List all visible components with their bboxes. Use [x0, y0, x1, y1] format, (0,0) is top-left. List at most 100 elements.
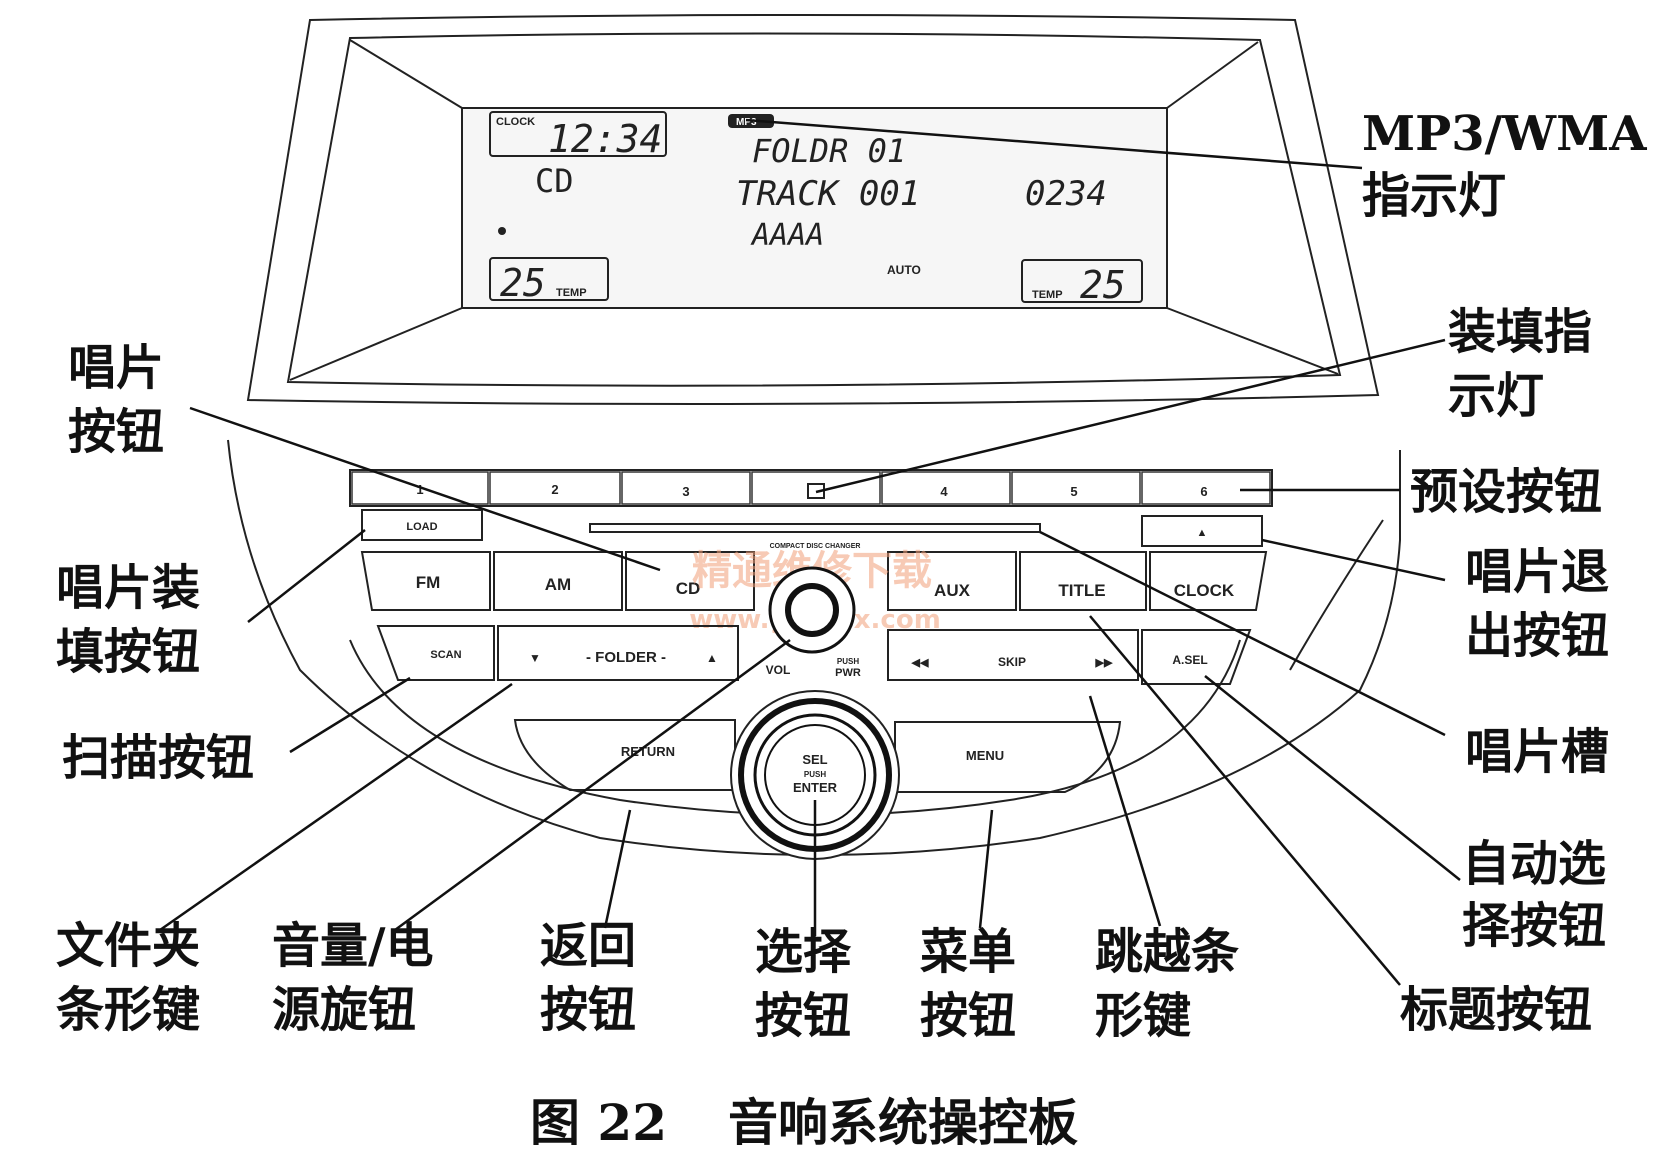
title-button[interactable]: [1019, 551, 1147, 611]
label-skip-bar-2: 形键: [1095, 988, 1191, 1044]
mp3-tag: MP3: [736, 117, 757, 128]
folder-bar-label: - FOLDER -: [586, 649, 666, 666]
return-button[interactable]: [513, 719, 736, 791]
rds-icon: [498, 227, 506, 235]
scan-button[interactable]: [376, 625, 495, 681]
aux-button[interactable]: [887, 551, 1017, 611]
label-load-indicator-1: 装填指: [1448, 304, 1592, 360]
label-menu-button-2: 按钮: [920, 988, 1016, 1044]
fm-button-label: FM: [416, 573, 441, 592]
title-button-label: TITLE: [1058, 581, 1105, 600]
fm-button[interactable]: [360, 551, 491, 611]
push-label: PUSH: [837, 657, 859, 666]
label-folder-bar-1: 文件夹: [56, 918, 200, 974]
menu-button[interactable]: [894, 721, 1122, 793]
display-bezel-inner: [286, 32, 1342, 387]
label-disc-slot: 唱片槽: [1465, 724, 1609, 780]
preset-label: 4: [940, 484, 948, 499]
label-load-indicator-2: 示灯: [1448, 368, 1544, 424]
preset-label: 5: [1070, 484, 1077, 499]
preset-button-5[interactable]: [1011, 471, 1141, 505]
temp-right-tag: TEMP: [1032, 289, 1063, 301]
label-menu-button-1: 菜单: [920, 924, 1016, 980]
label-load-button-2: 填按钮: [56, 624, 200, 680]
load-button-label: LOAD: [406, 521, 437, 533]
source-indicator: CD: [535, 162, 574, 200]
label-preset-buttons: 预设按钮: [1410, 464, 1602, 520]
time-elapsed: 0234: [1025, 174, 1107, 214]
label-scan-button: 扫描按钮: [62, 730, 254, 786]
label-title-button: 标题按钮: [1400, 982, 1592, 1038]
cd-button[interactable]: [625, 551, 755, 611]
lcd-screen: [461, 107, 1168, 309]
leader-load-button: [247, 529, 366, 623]
bezel-diagonal: [1166, 41, 1259, 109]
temp-right: 25: [1080, 263, 1126, 307]
title-text: AAAA: [750, 218, 824, 253]
leader-disc-slot: [1039, 530, 1446, 737]
bezel-diagonal: [349, 39, 463, 109]
leader-title-button: [1089, 615, 1401, 986]
volume-knob[interactable]: [768, 566, 856, 654]
folder-line: FOLDR 01: [752, 132, 906, 170]
scan-button-label: SCAN: [430, 649, 461, 661]
label-folder-bar-2: 条形键: [56, 982, 200, 1038]
sel-label: SEL: [802, 752, 827, 767]
volume-knob-center: [785, 583, 839, 637]
preset-label: 1: [416, 482, 423, 497]
leader-load-indicator: [815, 338, 1446, 494]
label-eject-button-2: 出按钮: [1465, 608, 1609, 664]
leader-eject-button: [1261, 538, 1446, 582]
label-return-button-2: 按钮: [540, 982, 636, 1038]
folder-bar[interactable]: [497, 625, 739, 681]
display-bezel-outer: [246, 14, 1380, 405]
am-button[interactable]: [493, 551, 623, 611]
preset-buttons: 1 2 3 4 5 6: [351, 471, 1271, 505]
label-eject-button-1: 唱片退: [1465, 544, 1609, 600]
display-unit: CLOCK 12:34 CD MP3 FOLDR 01 TRACK 001 02…: [246, 14, 1380, 405]
eject-icon: ▲: [1197, 527, 1208, 539]
load-indicator-slot: [751, 471, 881, 505]
leader-return-button: [603, 809, 632, 929]
temp-left-box: [489, 257, 609, 301]
clock-time: 12:34: [548, 117, 662, 161]
label-mp3-indicator-2: 指示灯: [1362, 168, 1506, 224]
skip-forward-icon: ▶▶: [1095, 657, 1113, 669]
clock-button[interactable]: [1149, 551, 1268, 611]
vol-label: VOL: [766, 663, 791, 677]
label-cd-button-2: 按钮: [68, 404, 164, 460]
auto-indicator: AUTO: [887, 263, 921, 277]
label-auto-select-1: 自动选: [1462, 836, 1606, 892]
temp-left: 25: [500, 261, 546, 305]
callout-labels: MP3/WMA 指示灯 装填指 示灯 预设按钮 唱片退 出按钮 唱片槽 自动选 …: [56, 106, 1647, 1044]
sel-push-label: PUSH: [804, 770, 826, 779]
preset-button-6[interactable]: [1141, 471, 1271, 505]
clock-button-label: CLOCK: [1174, 581, 1235, 600]
eject-button[interactable]: [1141, 515, 1263, 547]
skip-bar[interactable]: [887, 629, 1139, 681]
control-panel: 1 2 3 4 5 6 LOAD COMPACT DISC CHANGER ▲ …: [227, 439, 1401, 860]
asel-button[interactable]: [1141, 629, 1252, 685]
label-load-button-1: 唱片装: [56, 560, 200, 616]
menu-button-label: MENU: [966, 748, 1004, 763]
figure-title: 音响系统操控板: [728, 1093, 1078, 1152]
clock-box: [489, 111, 667, 157]
preset-button-2[interactable]: [489, 471, 621, 505]
am-button-label: AM: [545, 575, 571, 594]
bezel-diagonal: [1166, 307, 1339, 375]
folder-up-icon: ▲: [706, 651, 718, 665]
skip-back-icon: ◀◀: [911, 657, 929, 669]
preset-button-3[interactable]: [621, 471, 751, 505]
preset-button-1[interactable]: [351, 471, 489, 505]
load-button[interactable]: [361, 509, 483, 541]
preset-button-4[interactable]: [881, 471, 1011, 505]
label-skip-bar-1: 跳越条: [1095, 924, 1239, 980]
label-return-button-1: 返回: [540, 918, 636, 974]
preset-label: 3: [682, 484, 689, 499]
leader-lines: [159, 118, 1461, 986]
leader-scan-button: [289, 676, 411, 754]
leader-cd-button: [189, 406, 661, 572]
aux-button-label: AUX: [934, 581, 971, 600]
fascia-edge-right: [1289, 519, 1384, 671]
